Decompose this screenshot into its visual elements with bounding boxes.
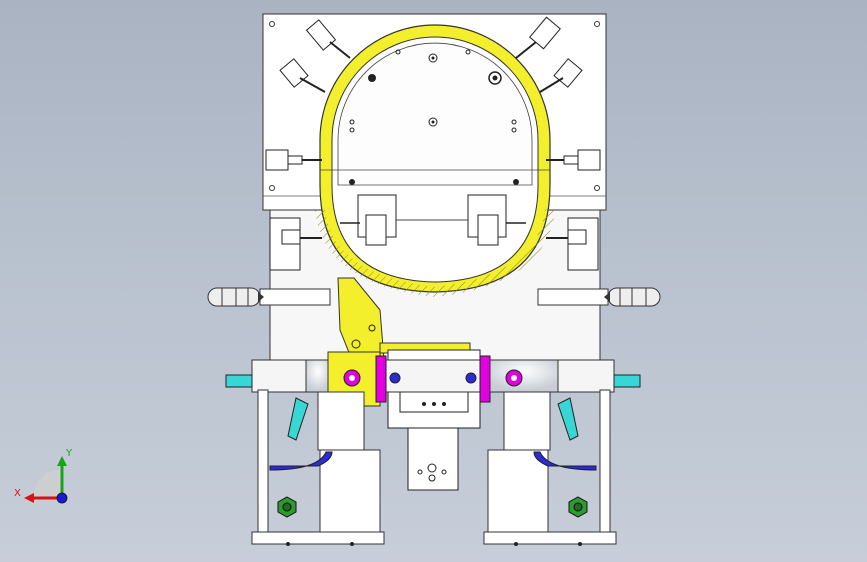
hex-nut-right bbox=[568, 496, 588, 518]
cyan-lever-right[interactable] bbox=[557, 397, 579, 441]
hex-nut-left bbox=[277, 496, 297, 518]
inner-clamp-right[interactable] bbox=[467, 194, 526, 246]
x-axis-label: X bbox=[14, 488, 21, 499]
cylinder-assembly[interactable] bbox=[225, 351, 641, 407]
inner-clamp-left[interactable] bbox=[340, 194, 397, 246]
lower-clamp-right[interactable] bbox=[546, 217, 599, 271]
toggle-clamp-top-right[interactable] bbox=[515, 16, 583, 93]
cyan-lever-left[interactable] bbox=[287, 397, 309, 441]
side-clamp-left[interactable] bbox=[265, 149, 322, 171]
lower-frame bbox=[251, 389, 617, 546]
side-clamp-right[interactable] bbox=[546, 149, 601, 171]
blue-handle-right[interactable] bbox=[533, 451, 597, 471]
pin-handle-left[interactable] bbox=[207, 287, 331, 307]
toggle-clamp-top-left[interactable] bbox=[279, 19, 351, 93]
coordinate-triad: Y X bbox=[14, 448, 73, 504]
lower-clamp-left[interactable] bbox=[269, 217, 322, 271]
y-axis-label: Y bbox=[65, 448, 73, 459]
inner-plate bbox=[320, 42, 550, 186]
pin-handle-right[interactable] bbox=[537, 287, 661, 307]
blue-handle-left[interactable] bbox=[269, 451, 333, 471]
